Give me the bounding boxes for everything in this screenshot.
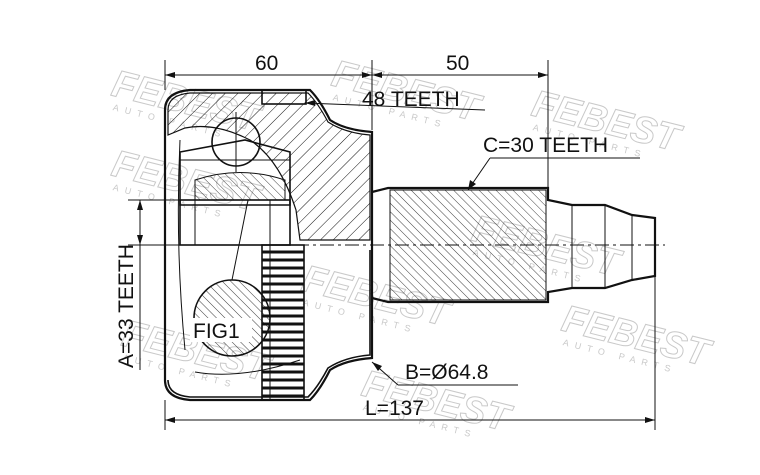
text-48-teeth: 48 TEETH [362, 88, 460, 111]
outer-shaft [371, 186, 657, 304]
label-b-diameter: B=Ø64.8 [371, 361, 518, 386]
arrow-a-bottom [137, 235, 143, 245]
dim-60-label: 60 [255, 52, 278, 75]
inner-race [179, 112, 291, 246]
arrow-a-top [137, 200, 143, 210]
top-stub [261, 89, 307, 105]
dim-50-label: 50 [446, 52, 469, 75]
dimension-bottom: L=137 [164, 276, 656, 430]
text-b-diameter: B=Ø64.8 [405, 361, 488, 384]
arrow-b [372, 362, 382, 371]
fig1-label-bg [190, 318, 252, 342]
shaft-spline [389, 189, 547, 301]
label-a-spline: A=33 TEETH [115, 199, 290, 370]
fig1-label: FIG1 [193, 320, 240, 343]
shaft-outline [371, 186, 657, 304]
arrow-50-left [372, 72, 382, 78]
arrow-48-teeth [305, 100, 315, 106]
arrow-50-right [538, 72, 548, 78]
text-length: L=137 [365, 397, 424, 420]
dimension-top: 60 50 [164, 52, 549, 188]
leader-48-teeth [304, 102, 486, 111]
text-c-spline: C=30 TEETH [483, 134, 608, 157]
fig1-callout: FIG1 [190, 199, 271, 357]
arrow-60-right [362, 72, 372, 78]
arrow-60-left [165, 72, 175, 78]
label-c-spline: C=30 TEETH [467, 134, 640, 191]
arrow-length-left [165, 417, 175, 423]
inner-race-upper [179, 139, 291, 206]
arrow-c [468, 180, 476, 190]
text-a-spline: A=33 TEETH [115, 244, 138, 368]
housing-upper-section [167, 92, 371, 241]
inner-race-spline-area [194, 172, 286, 201]
arrow-length-right [645, 417, 655, 423]
fig1-leader [231, 199, 249, 281]
housing-lower-wall [167, 250, 371, 398]
label-48-teeth: 48 TEETH [304, 88, 486, 111]
